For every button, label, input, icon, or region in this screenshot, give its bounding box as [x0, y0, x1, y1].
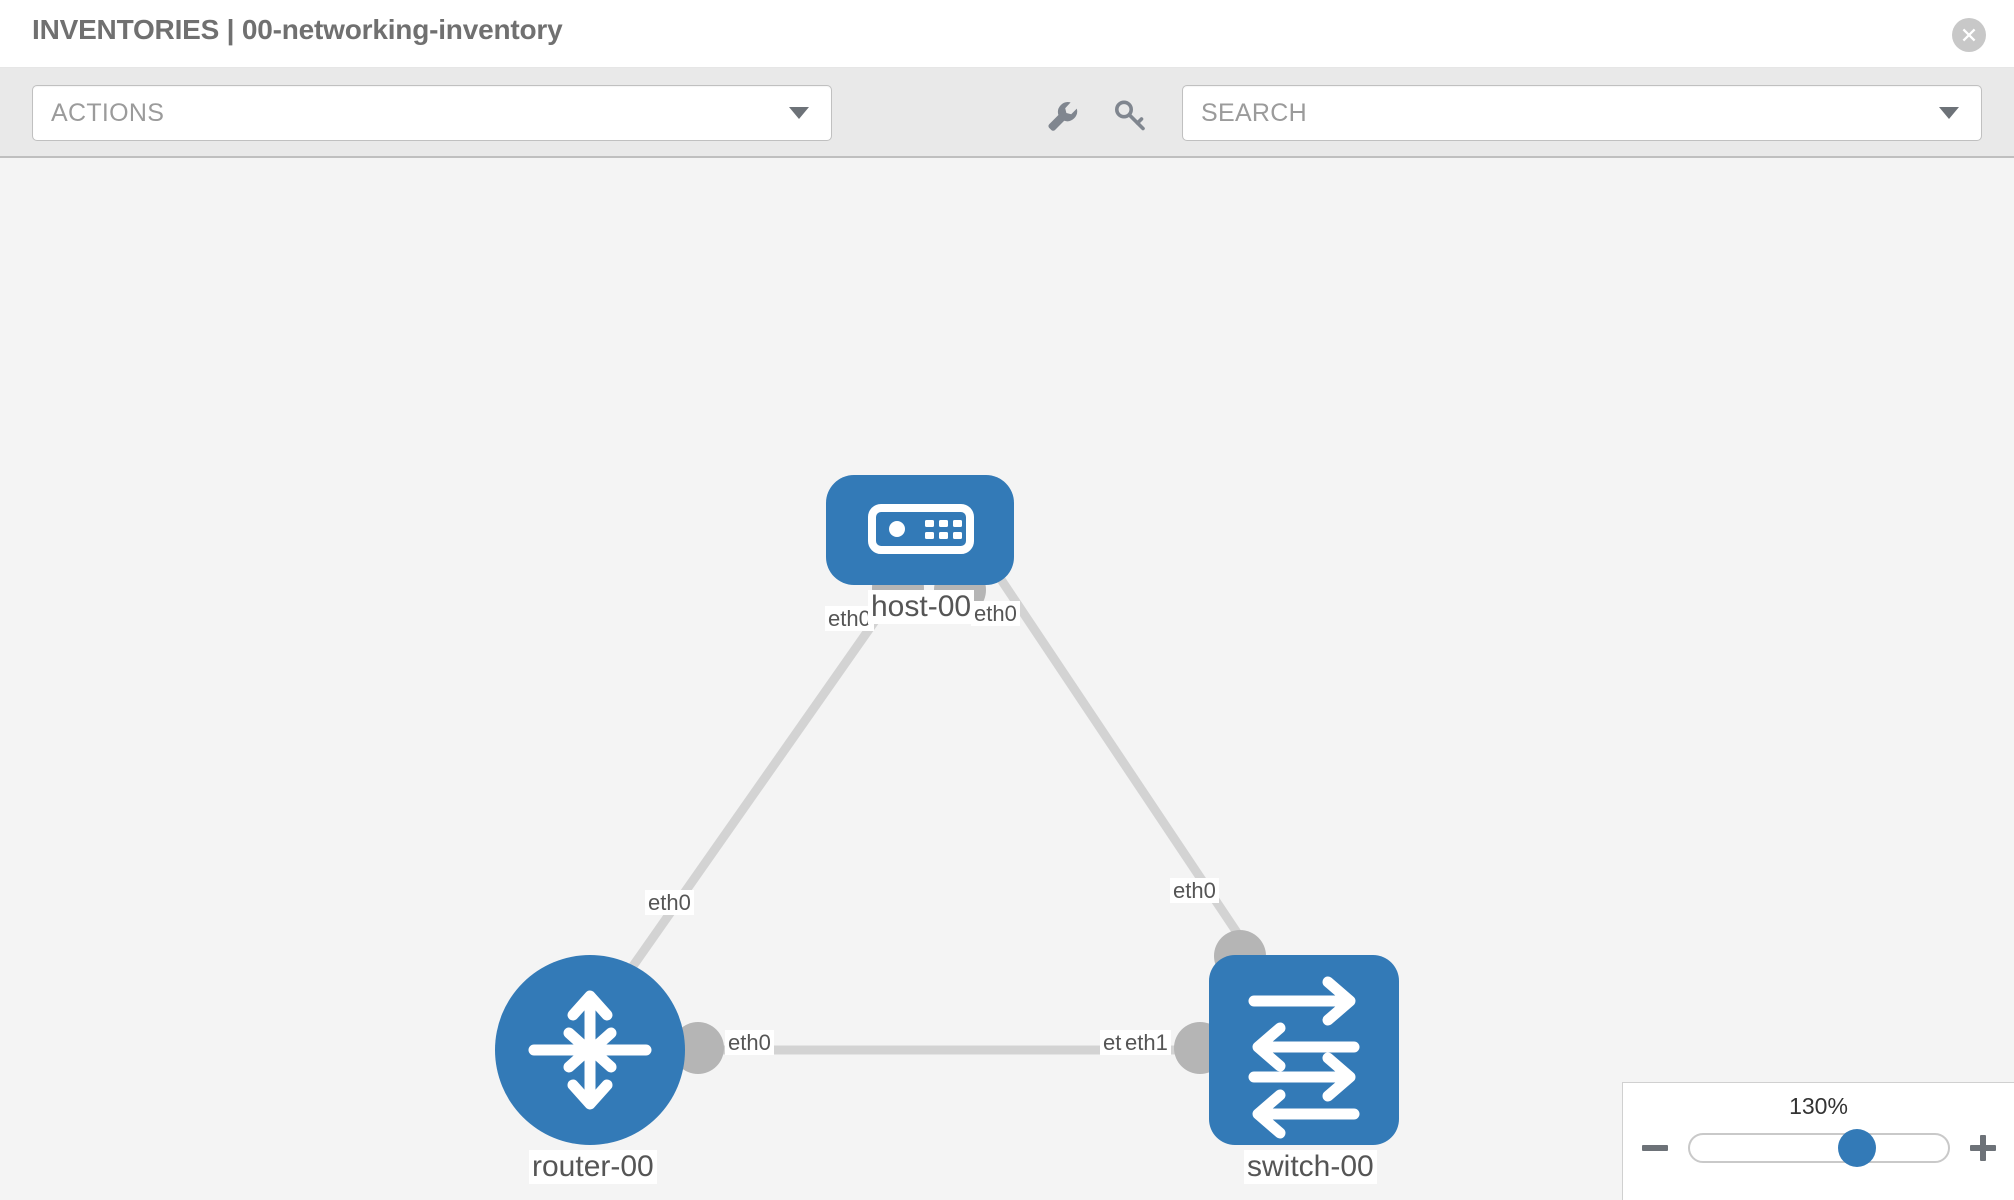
interface-label: eth0 — [825, 606, 874, 632]
link-host00-switch00[interactable] — [996, 575, 1266, 973]
interface-label: eth0 — [725, 1030, 774, 1056]
zoom-out-button[interactable] — [1638, 1131, 1672, 1165]
actions-dropdown-label: ACTIONS — [51, 98, 165, 127]
topology-endpoints — [672, 562, 1266, 1074]
zoom-percentage-label: 130% — [1789, 1093, 1848, 1119]
chevron-down-icon — [1939, 107, 1959, 119]
endpoint-router00-eth0[interactable] — [672, 1022, 724, 1074]
page-header: INVENTORIES | 00-networking-inventory — [0, 0, 2014, 68]
link-router00-host00[interactable] — [608, 575, 909, 999]
toolbar: ACTIONS SEARCH — [0, 68, 2014, 158]
interface-label: eth0 — [645, 890, 694, 916]
node-switch-00[interactable] — [1209, 955, 1399, 1145]
chevron-down-icon — [789, 107, 809, 119]
router-icon — [528, 990, 652, 1110]
node-label-switch-00: switch-00 — [1244, 1150, 1377, 1184]
wrench-icon[interactable] — [1042, 96, 1082, 136]
wrench-icon-glyph — [1048, 102, 1078, 131]
close-icon — [1962, 28, 1976, 42]
topology-canvas[interactable]: eth0 eth0 eth0 eth0 eth0 eth0 eth1 host-… — [0, 158, 2014, 1200]
search-input[interactable]: SEARCH — [1182, 85, 1982, 141]
interface-label: eth1 — [1122, 1030, 1171, 1056]
topology-links — [608, 575, 1266, 1055]
node-label-host-00: host-00 — [868, 590, 975, 624]
zoom-slider-track[interactable] — [1687, 1129, 1950, 1167]
key-icon[interactable] — [1110, 96, 1150, 136]
node-router-00[interactable] — [495, 955, 685, 1145]
close-button[interactable] — [1952, 18, 1986, 52]
zoom-in-button[interactable] — [1966, 1131, 2000, 1165]
node-label-router-00: router-00 — [529, 1150, 657, 1184]
node-host-00-shape[interactable] — [826, 475, 1014, 585]
node-host-00[interactable] — [826, 475, 1014, 585]
interface-label: eth0 — [1170, 878, 1219, 904]
interface-label: eth0 — [971, 601, 1020, 627]
zoom-control[interactable]: 130% — [1622, 1082, 2014, 1200]
server-icon — [868, 504, 974, 554]
key-icon-glyph — [1115, 100, 1145, 131]
search-input-placeholder: SEARCH — [1201, 98, 1307, 127]
topology-graph — [495, 475, 1399, 1145]
page-title: INVENTORIES | 00-networking-inventory — [32, 14, 563, 45]
zoom-slider-thumb[interactable] — [1838, 1129, 1877, 1167]
switch-icon — [1248, 976, 1360, 1139]
actions-dropdown[interactable]: ACTIONS — [32, 85, 832, 141]
